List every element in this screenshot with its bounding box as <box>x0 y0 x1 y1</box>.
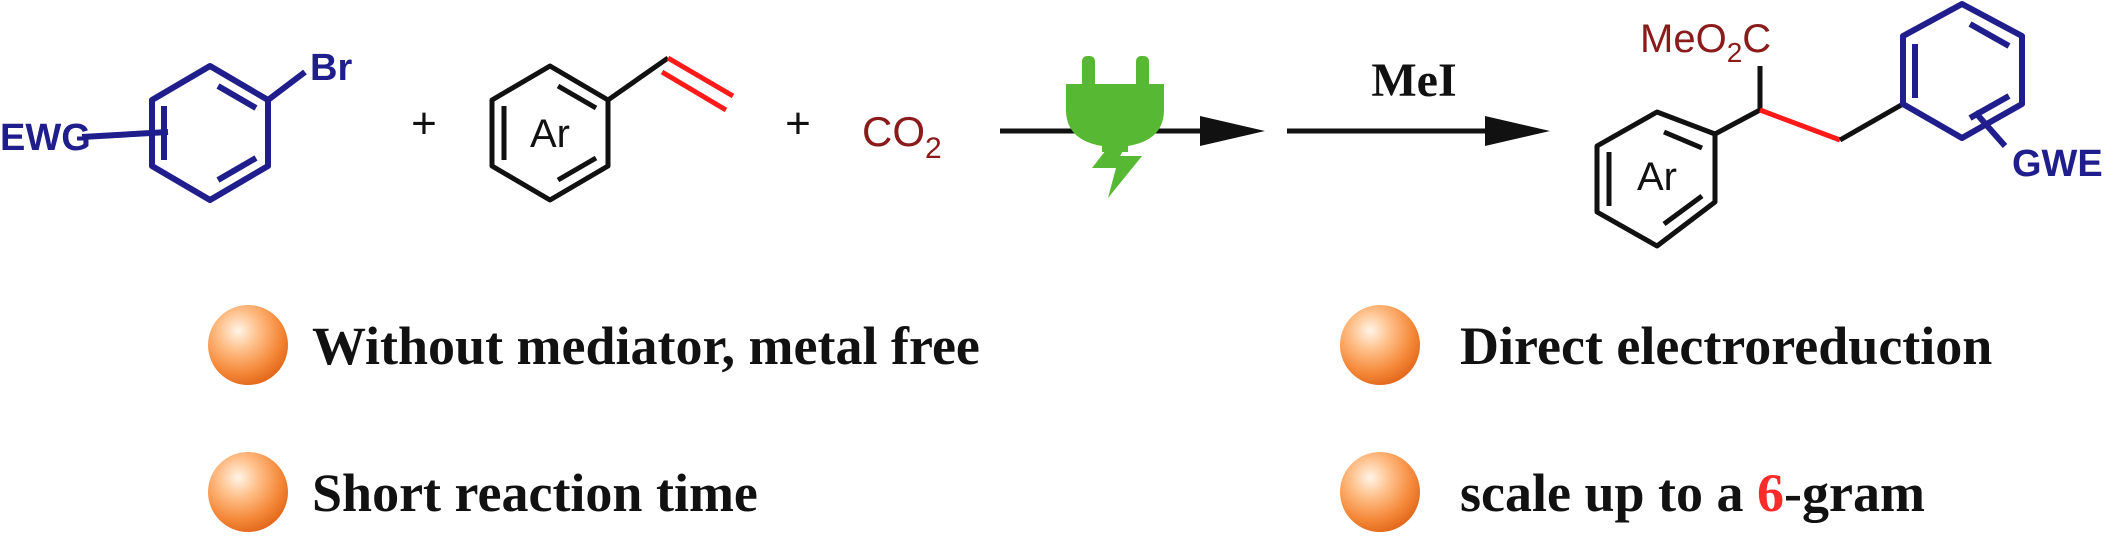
feature-text: scale up to a 6-gram <box>1460 463 1925 523</box>
feature-text: Without mediator, metal free <box>312 316 980 376</box>
reagent-label: MeI <box>1371 54 1456 107</box>
styrene-substrate: Ar <box>489 55 735 203</box>
ewg-label: EWG <box>0 117 91 159</box>
bromoarene-ring <box>81 63 307 203</box>
product-ar-label: Ar <box>1637 155 1677 199</box>
new-cc-bond <box>1759 107 1841 143</box>
plus-sign: + <box>411 99 437 148</box>
electric-plug-icon <box>1066 56 1164 198</box>
feature-text: Direct electroreduction <box>1460 316 1992 376</box>
feature-text: Short reaction time <box>312 463 758 523</box>
methylation-arrow <box>1287 116 1550 146</box>
vinyl-group <box>660 55 735 113</box>
orange-sphere-bullet-icon <box>208 305 288 385</box>
product-ar-ring <box>1594 109 1718 249</box>
feature-item-left-bottom: Short reaction time <box>208 452 758 532</box>
orange-sphere-bullet-icon <box>1340 305 1420 385</box>
feature-item-right-bottom: scale up to a 6-gram <box>1340 452 1925 532</box>
styrene-ar-label: Ar <box>530 112 570 156</box>
orange-sphere-bullet-icon <box>208 452 288 532</box>
bromoarene-substrate: Br EWG <box>0 47 352 203</box>
leaving-group-label: Br <box>310 47 352 89</box>
feature-item-right-top: Direct electroreduction <box>1340 305 1992 385</box>
gwe-label: GWE <box>2012 143 2103 185</box>
product-aryl-ring <box>1900 1 2025 148</box>
ester-label: MeO2C <box>1640 17 1771 68</box>
product-molecule: MeO2C Ar GWE <box>1594 1 2103 249</box>
orange-sphere-bullet-icon <box>1340 452 1420 532</box>
plus-sign-2: + <box>785 99 811 148</box>
co2-label: CO2 <box>862 108 942 165</box>
feature-item-left-top: Without mediator, metal free <box>208 305 980 385</box>
